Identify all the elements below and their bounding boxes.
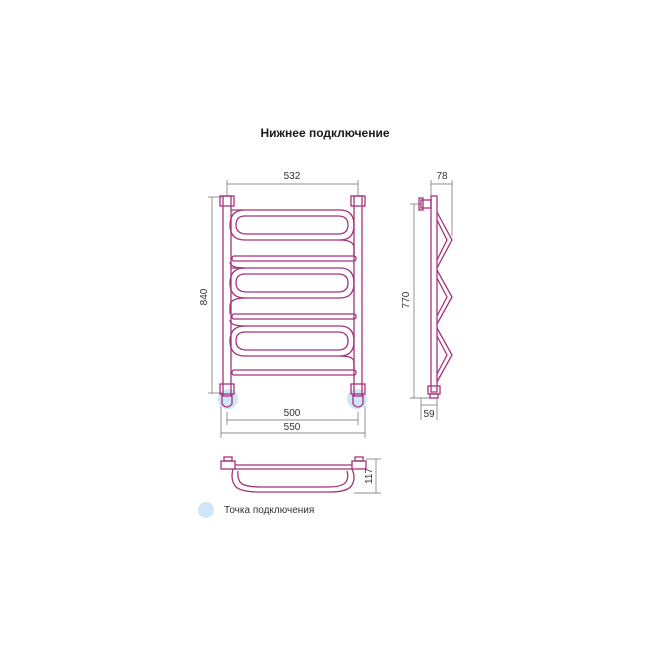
dim-top-right: 117	[364, 468, 375, 484]
top-dimensions	[354, 458, 381, 494]
side-dimensions	[410, 180, 453, 420]
connector-3	[231, 369, 357, 376]
serpentine-1	[229, 209, 355, 241]
side-loop-1	[436, 211, 453, 269]
legend-label: Точка подключения	[224, 504, 315, 516]
dim-side-top: 78	[436, 171, 448, 182]
dim-side-bottom: 59	[423, 409, 435, 420]
dim-side-left: 770	[401, 291, 412, 308]
bottom-left-valve	[221, 394, 233, 408]
top-loop	[231, 468, 355, 493]
bottom-right-valve	[352, 394, 364, 408]
top-right-fitting	[350, 195, 366, 207]
front-dimensions	[208, 180, 366, 438]
dim-front-bottom-outer: 550	[284, 422, 301, 433]
right-collector	[353, 195, 363, 397]
connection-point-dot-icon	[198, 502, 214, 518]
side-view	[418, 195, 453, 399]
connector-1	[231, 255, 357, 262]
connection-point-right	[347, 389, 367, 409]
side-loop-3	[436, 327, 453, 383]
serpentine-3	[229, 325, 355, 357]
connector-2	[231, 313, 357, 320]
diagram-title: Нижнее подключение	[260, 126, 390, 140]
top-view	[220, 456, 367, 493]
side-loop-2	[436, 269, 453, 325]
bottom-right-fitting	[350, 383, 366, 395]
side-collector	[430, 195, 438, 393]
bottom-left-fitting	[219, 383, 235, 395]
front-view	[219, 195, 366, 408]
top-left-fitting	[219, 195, 235, 207]
dim-front-left: 840	[199, 288, 210, 305]
serpentine-2	[229, 267, 355, 299]
dim-front-top: 532	[284, 171, 301, 182]
dim-front-bottom-inner: 500	[284, 408, 301, 419]
legend: Точка подключения	[198, 502, 314, 518]
